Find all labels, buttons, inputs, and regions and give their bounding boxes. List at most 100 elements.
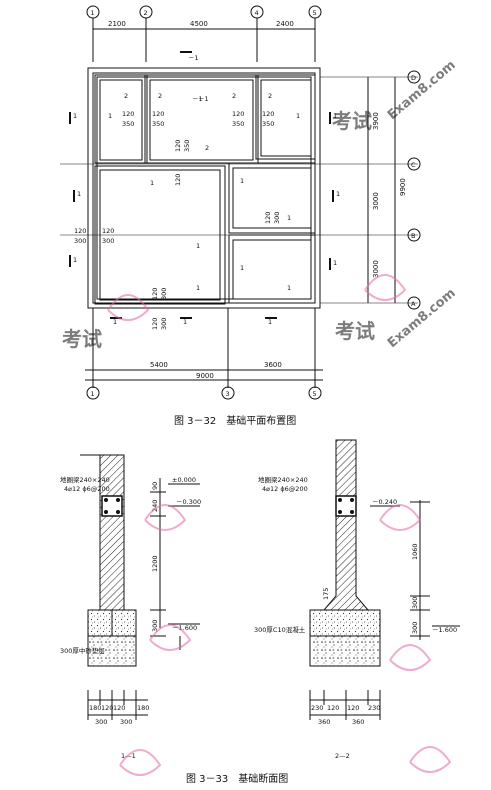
label-room-2e: 2 <box>268 92 272 100</box>
axis-top-4: 4 <box>255 9 259 17</box>
label-inner-1b: 1 <box>196 242 200 250</box>
label-mid-minus1: －1 <box>198 95 209 103</box>
dim-small-d1: 120 <box>102 227 114 235</box>
axis-top-5: 5 <box>313 9 317 17</box>
dim-right-3000b: 3000 <box>372 260 380 278</box>
caption-fig-3-32: 图 3－32 基础平面布置图 <box>174 414 296 427</box>
dim-small-b2: 350 <box>183 140 191 152</box>
s2-beam-label: 地圈梁240×240 <box>258 475 308 484</box>
label-inner-1c: 1 <box>240 177 244 185</box>
dim-small-c1: 120 <box>74 227 86 235</box>
s1-elev-top: ±0.000 <box>172 476 196 484</box>
label-mid-2: 2 <box>205 144 209 152</box>
label-bottom-1c: 1 <box>268 318 272 326</box>
dim-small-g2: 300 <box>160 318 168 330</box>
room-top-left <box>99 79 143 161</box>
room-top-middle <box>149 79 254 161</box>
s2-dim-120b: 120 <box>347 704 359 712</box>
dim-small-a1: 120 <box>122 110 134 118</box>
caption-fig-3-33: 图 3－33 基础断面图 <box>186 772 288 785</box>
axis-bubbles-top <box>86 5 322 62</box>
dim-top-2100: 2100 <box>108 20 126 28</box>
s2-elev-bottom: －1.600 <box>432 626 457 634</box>
label-right-1a: 1 <box>333 112 337 120</box>
label-room-2d: 2 <box>232 92 236 100</box>
svg-text:Exam8.com: Exam8.com <box>385 286 459 351</box>
s2-layer-label: 300厚C10混凝土 <box>254 625 306 634</box>
s2-dim-230a: 230 <box>311 704 323 712</box>
axis-top-2: 2 <box>144 9 148 17</box>
s2-dim-v3: 300 <box>411 622 419 634</box>
s1-dim-v2: 240 <box>151 500 159 512</box>
axis-bubbles-bottom <box>85 308 323 400</box>
dim-small-a8: 350 <box>262 120 274 128</box>
dim-small-a5: 120 <box>232 110 244 118</box>
room-middle-right <box>232 167 312 229</box>
dim-small-a6: 350 <box>232 120 244 128</box>
dim-small-e2: 300 <box>273 212 281 224</box>
dim-small-f2: 300 <box>160 288 168 300</box>
s2-dim-v1: 1060 <box>411 543 419 560</box>
dim-small-a7: 120 <box>262 110 274 118</box>
dim-right-3900: 3900 <box>372 112 380 130</box>
axis-bottom-5: 5 <box>313 390 317 398</box>
dim-small-a2: 350 <box>122 120 134 128</box>
dim-bottom-3600: 3600 <box>264 361 282 369</box>
section-1-1 <box>80 454 200 720</box>
foundation-plan: 1 2 4 5 2100 4500 2400 <box>60 5 421 319</box>
dim-right-3000a: 3000 <box>372 192 380 210</box>
label-room-2b: －1 <box>192 95 203 103</box>
dim-small-f1: 120 <box>151 288 159 300</box>
s1-rebar-label: 4⌀12 ϕ6@200 <box>64 485 110 493</box>
s2-rebar-label: 4⌀12 ϕ6@200 <box>262 485 308 493</box>
dim-right-9900: 9900 <box>399 178 407 196</box>
plan-outer-wall <box>92 72 316 304</box>
dim-small-b3: 120 <box>174 174 182 186</box>
label-room-2c: 2 <box>158 92 162 100</box>
s2-dim-230b: 230 <box>368 704 380 712</box>
label-inner-1a: 1 <box>150 179 154 187</box>
dim-bottom-9000: 9000 <box>196 372 214 380</box>
dim-small-g1: 120 <box>151 318 159 330</box>
axis-right-D: D <box>411 74 416 82</box>
label-left-1a: 1 <box>73 112 77 120</box>
dim-small-c2: 300 <box>74 237 86 245</box>
room-bottom-right <box>232 239 312 300</box>
label-left-1b: 1 <box>77 190 81 198</box>
svg-text:考试: 考试 <box>62 327 102 351</box>
axis-bottom-3: 3 <box>226 390 230 398</box>
s1-dim-120a: 120 <box>101 704 113 712</box>
dim-bottom-5400: 5400 <box>150 361 168 369</box>
s1-dim-v3: 1200 <box>151 555 159 572</box>
s1-dim-180b: 180 <box>137 704 149 712</box>
dim-top-4500: 4500 <box>190 20 208 28</box>
s1-dim-300a: 300 <box>95 718 107 726</box>
svg-text:考试: 考试 <box>335 319 375 343</box>
s2-elev-mid: －0.240 <box>372 498 397 506</box>
label-inner-1d: 1 <box>287 214 291 222</box>
dim-small-a3: 120 <box>152 110 164 118</box>
axis-top-1: 1 <box>91 9 95 17</box>
label-bottom-1a: 1 <box>113 318 117 326</box>
s2-title: 2—2 <box>335 752 350 760</box>
s1-elev-bottom: －1.600 <box>172 624 197 632</box>
axis-bottom-1: 1 <box>91 390 95 398</box>
axis-right-C: C <box>411 161 416 169</box>
label-right-1d: 1 <box>296 112 300 120</box>
dim-small-e1: 120 <box>264 212 272 224</box>
dim-small-a4: 350 <box>152 120 164 128</box>
label-inner-1f: 1 <box>287 284 291 292</box>
s2-dim-slope: 175 <box>322 588 330 600</box>
plan-outer-footing <box>87 67 321 309</box>
svg-text:Exam8.com: Exam8.com <box>385 58 459 123</box>
label-bottom-1b: 1 <box>183 318 187 326</box>
dim-top-2400: 2400 <box>276 20 294 28</box>
label-right-1c: 1 <box>333 259 337 267</box>
label-room-2a: 2 <box>124 92 128 100</box>
s1-dim-v1: 90 <box>151 482 159 490</box>
s1-dim-180a: 180 <box>89 704 101 712</box>
label-inner-1g: 1 <box>196 284 200 292</box>
axis-right-B: B <box>411 232 415 240</box>
dim-small-d2: 300 <box>102 237 114 245</box>
s1-beam-label: 地圈梁240×240 <box>60 475 110 484</box>
